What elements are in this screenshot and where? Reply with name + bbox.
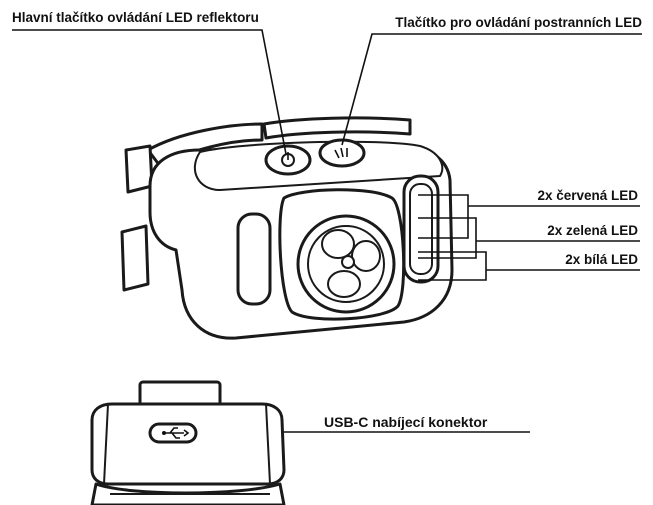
reflector-lobes — [321, 229, 381, 298]
headlamp-illustration — [120, 116, 454, 340]
callout-main-button — [12, 29, 287, 155]
label-main-button: Hlavní tlačítko ovládání LED reflektoru — [12, 10, 259, 25]
left-side-window — [236, 212, 272, 306]
label-usb-connector: USB-C nabíjecí konektor — [324, 414, 488, 430]
callout-side-button — [341, 33, 642, 146]
usb-icon — [162, 427, 190, 439]
light-icon — [334, 147, 348, 159]
headband-strap-left-lower — [120, 224, 150, 292]
label-white-led: 2x bílá LED — [565, 252, 638, 267]
callout-green-led — [418, 217, 477, 259]
callout-red-led — [418, 194, 469, 239]
headlamp-bottom-view — [90, 380, 286, 505]
headband-strap-left — [124, 144, 154, 194]
housing-seam-right — [265, 403, 271, 485]
housing-seam-left — [103, 403, 109, 485]
callout-white-led — [418, 251, 487, 281]
labels: Hlavní tlačítko ovládání LED reflektoru … — [12, 10, 642, 430]
side-led-window-inner — [409, 183, 433, 275]
headband-strap-top — [262, 116, 412, 140]
label-red-led: 2x červená LED — [537, 188, 638, 203]
label-side-button: Tlačítko pro ovládání postranních LED — [395, 15, 642, 30]
top-panel — [193, 140, 444, 191]
label-green-led: 2x zelená LED — [547, 223, 638, 238]
bottom-housing — [90, 402, 286, 486]
